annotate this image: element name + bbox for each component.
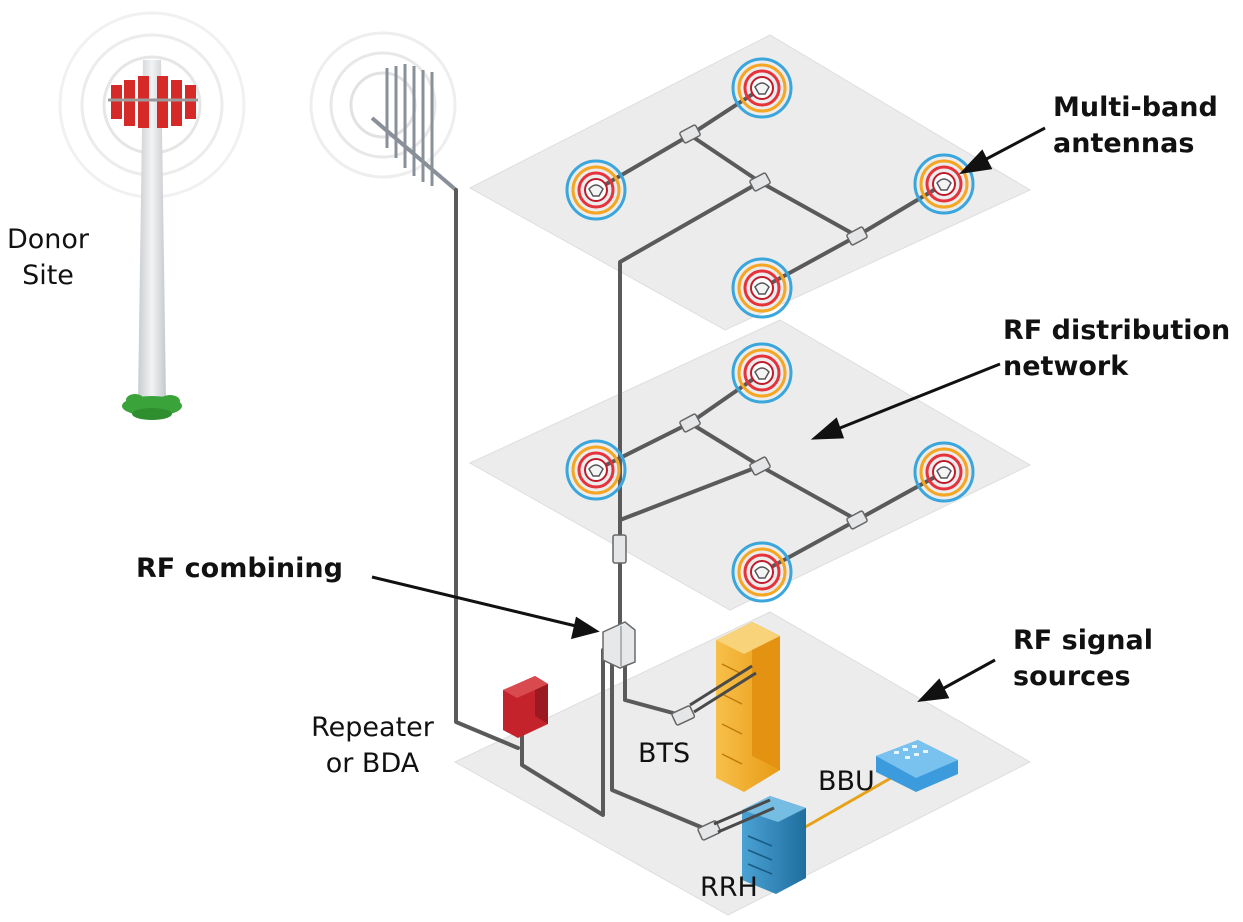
bts-label: BTS [638,738,691,769]
fiber-link [799,768,906,832]
rf-distribution-label: RF distribution network [1003,313,1230,385]
multiband-antennas-label: Multi-band antennas [1053,90,1218,162]
repeater-line2: or BDA [325,748,420,779]
rrh-label: RRH [700,872,758,903]
rrh-unit [713,796,806,894]
multiband-line1: Multi-band [1053,92,1218,123]
repeater-label: Repeater or BDA [300,710,445,782]
yagi-antenna-icon [309,31,458,192]
multiband-antennas [565,57,975,603]
arrow-rfsignal [917,658,996,702]
grass-icon [122,394,182,420]
repeater-line1: Repeater [311,712,434,743]
bbu-unit [876,740,958,792]
antenna-icon [565,159,627,221]
callout-arrows [371,126,1046,702]
rf-combiner [602,621,636,669]
donor-site-line2: Site [22,260,74,291]
antenna-icon [913,441,975,503]
repeater-device [503,676,548,738]
rfsig-line1: RF signal [1013,625,1153,656]
antenna-icon [731,57,793,119]
donor-antenna-panels [111,76,196,128]
arrow-multiband [958,126,1046,175]
donor-site-label: Donor Site [0,222,96,294]
antenna-icon [565,439,627,501]
arrow-rfcombining [371,575,600,640]
rf-signal-sources-label: RF signal sources [1013,623,1153,695]
bbu-label: BBU [818,766,875,797]
arrow-rfdist [810,362,1001,440]
bts-cabinet [689,622,780,792]
antenna-icon [731,342,793,404]
rfdist-line1: RF distribution [1003,315,1231,346]
rf-combining-label: RF combining [136,553,343,584]
splitters [612,124,868,841]
cables [454,86,946,832]
rfsig-line2: sources [1013,661,1131,692]
antenna-icon [731,541,793,603]
rfdist-line2: network [1003,351,1129,382]
multiband-line2: antennas [1053,128,1195,159]
donor-site-tower [58,11,246,420]
antenna-icon [731,257,793,319]
donor-site-line1: Donor [6,224,90,255]
antenna-icon [913,153,975,215]
